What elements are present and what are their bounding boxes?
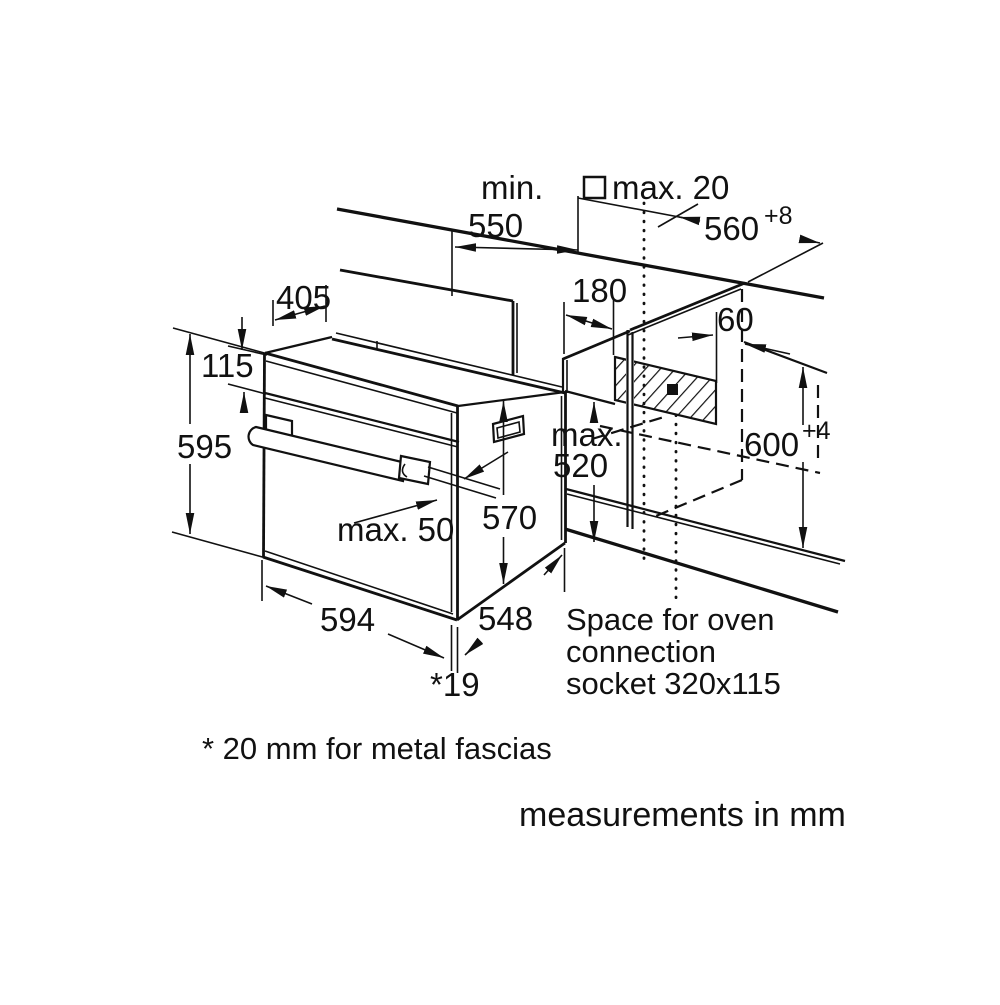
niche-ceiling-edge bbox=[564, 389, 616, 406]
cutout-front-edge-inner bbox=[627, 288, 742, 336]
socket-dot bbox=[667, 384, 678, 395]
cutout-front-left-edge bbox=[562, 329, 631, 361]
dim-label-600-tol: +4 bbox=[802, 417, 831, 445]
units-note: measurements in mm bbox=[519, 796, 846, 834]
socket-hatch-area bbox=[613, 355, 718, 426]
dim-arrow-left bbox=[265, 585, 313, 605]
cutout-front-edge bbox=[629, 281, 746, 332]
fascia-square-symbol bbox=[582, 175, 607, 200]
ext-line bbox=[172, 327, 269, 355]
dimension-600: 600 +4 bbox=[744, 367, 831, 548]
dimension-595: 595 bbox=[171, 327, 269, 559]
dim-label-115: 115 bbox=[201, 347, 254, 384]
dimension-star19: *19 bbox=[430, 625, 480, 703]
cutout-corner-extension bbox=[747, 242, 824, 283]
oven-fascia-top-inner bbox=[265, 360, 458, 414]
dimension-min-550: min. 550 bbox=[451, 169, 579, 296]
oven-front-left-edge bbox=[262, 352, 266, 558]
niche-hidden-depth-edge bbox=[591, 415, 665, 441]
door-plane-line bbox=[423, 475, 497, 499]
dim-label-max: max. bbox=[551, 416, 623, 453]
dimension-max-520: max. 520 bbox=[551, 402, 623, 542]
niche-floor-front-edge-lower bbox=[566, 493, 841, 565]
oven-panel-bottom-edge bbox=[264, 391, 460, 444]
dim-arrow-right bbox=[463, 451, 509, 480]
dim-line bbox=[565, 314, 613, 330]
dim-arrow-left bbox=[353, 499, 438, 524]
dim-label-19: *19 bbox=[430, 666, 480, 703]
fascia-note: * 20 mm for metal fascias bbox=[202, 731, 552, 766]
oven-top-right-depth-edge bbox=[457, 390, 566, 408]
dim-label-560-tol: +8 bbox=[764, 202, 793, 230]
dimension-405: 405 bbox=[272, 279, 331, 326]
oven-fascia-top-edge bbox=[264, 351, 459, 408]
dim-label-520: 520 bbox=[553, 447, 608, 484]
handle-right-mount bbox=[397, 454, 432, 486]
handle-bar bbox=[247, 425, 408, 483]
dimension-570: 570 bbox=[482, 401, 537, 584]
dimension-max-50: max. 50 bbox=[337, 451, 509, 548]
handle-right-mount-curl bbox=[401, 463, 408, 478]
worktop-front-edge-left bbox=[339, 268, 514, 303]
dim-label-60: 60 bbox=[717, 301, 754, 338]
ext-line bbox=[227, 345, 268, 356]
ext-cross-line bbox=[657, 203, 699, 228]
socket-note-line2: connection bbox=[566, 634, 716, 669]
oven-door-bottom-edge bbox=[264, 550, 454, 615]
oven-top-back-edge-inner bbox=[335, 332, 563, 388]
oven-top-back-edge bbox=[331, 337, 566, 395]
handle-plane-line bbox=[427, 466, 501, 490]
dimension-max-20: max. 20 bbox=[582, 169, 729, 206]
dimension-548: 548 bbox=[464, 548, 566, 656]
dim-label-560: 560 bbox=[704, 210, 759, 247]
dim-arrow-right bbox=[543, 554, 563, 576]
dim-label-570: 570 bbox=[482, 499, 537, 536]
socket-note-line3: socket 320x115 bbox=[566, 666, 781, 701]
dimension-594: 594 bbox=[261, 560, 445, 659]
niche bbox=[564, 201, 846, 614]
dim-arrow-right bbox=[798, 234, 821, 244]
oven-panel-bottom-inner bbox=[264, 397, 459, 448]
dim-label-180: 180 bbox=[572, 272, 627, 309]
ext-line bbox=[171, 531, 267, 559]
dim-label-595: 595 bbox=[177, 428, 232, 465]
dimension-115: 115 bbox=[201, 317, 268, 413]
dim-label-min: min. bbox=[481, 169, 543, 206]
dimension-60: 60 bbox=[677, 301, 791, 383]
dim-label-550: 550 bbox=[468, 207, 523, 244]
dim-label-548: 548 bbox=[478, 600, 533, 637]
cabinet-bottom-front-edge bbox=[564, 527, 839, 614]
niche-hidden-floor-edge bbox=[655, 478, 743, 518]
dim-line bbox=[274, 305, 326, 321]
ext-line bbox=[227, 383, 267, 395]
dim-label-600: 600 bbox=[744, 426, 799, 463]
dim-arrow-left bbox=[677, 332, 714, 342]
dim-label-594: 594 bbox=[320, 601, 375, 638]
dim-label-max50: max. 50 bbox=[337, 511, 454, 548]
dim-arrow-right bbox=[744, 343, 791, 355]
notes: Space for oven connection socket 320x115… bbox=[202, 602, 846, 834]
niche-floor-front-edge bbox=[565, 487, 846, 563]
niche-hidden-back-bottom-edge bbox=[599, 424, 821, 475]
dimension-180: 180 bbox=[563, 272, 627, 355]
socket-note-line1: Space for oven bbox=[566, 602, 775, 637]
dim-line bbox=[454, 243, 579, 254]
dim-label-405: 405 bbox=[276, 279, 331, 316]
dim-label-max20: max. 20 bbox=[612, 169, 729, 206]
dim-arrow-left bbox=[464, 637, 484, 656]
oven-front-bottom-edge bbox=[262, 555, 458, 622]
oven bbox=[247, 332, 567, 622]
oven-top-left-depth-edge bbox=[264, 335, 333, 355]
dimension-560: 560 +8 bbox=[577, 197, 821, 247]
dim-arrow-right bbox=[387, 633, 445, 659]
dim-arrow-left bbox=[678, 216, 701, 226]
